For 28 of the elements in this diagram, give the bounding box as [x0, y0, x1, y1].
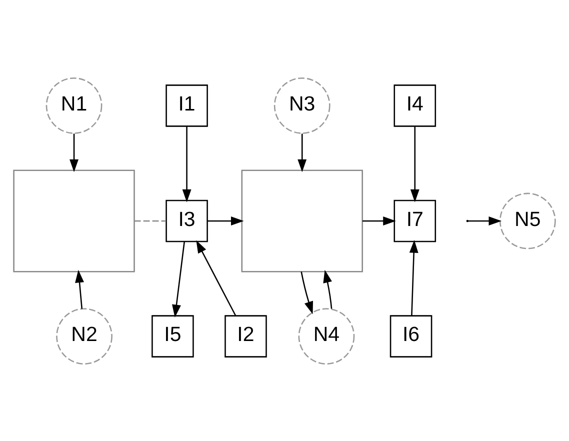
node-box: I5	[152, 314, 194, 357]
node-box: I3	[166, 199, 208, 242]
arrow	[182, 126, 192, 202]
node-box: I7	[394, 199, 436, 242]
node-box: I6	[390, 314, 432, 357]
node-box	[13, 169, 135, 272]
arrow	[172, 241, 185, 318]
node-circle: N3	[274, 76, 330, 134]
node-circle: N1	[46, 76, 102, 134]
arrow	[70, 133, 79, 172]
node-circle: N2	[56, 308, 112, 364]
arrow	[300, 271, 314, 314]
arrow	[410, 126, 420, 202]
connector	[134, 220, 166, 222]
arrow	[362, 216, 396, 225]
node-box: I2	[224, 314, 267, 357]
arrow	[323, 269, 332, 308]
node-circle: N5	[499, 192, 556, 249]
node-box: I1	[166, 84, 208, 126]
arrow	[409, 239, 418, 316]
arrow	[208, 216, 244, 225]
node-box: I4	[394, 84, 436, 126]
node-box	[241, 169, 363, 272]
arrow	[75, 269, 84, 308]
arrow	[468, 216, 502, 225]
arrow	[298, 133, 307, 172]
arrow	[196, 240, 236, 316]
node-circle: N4	[298, 308, 355, 364]
